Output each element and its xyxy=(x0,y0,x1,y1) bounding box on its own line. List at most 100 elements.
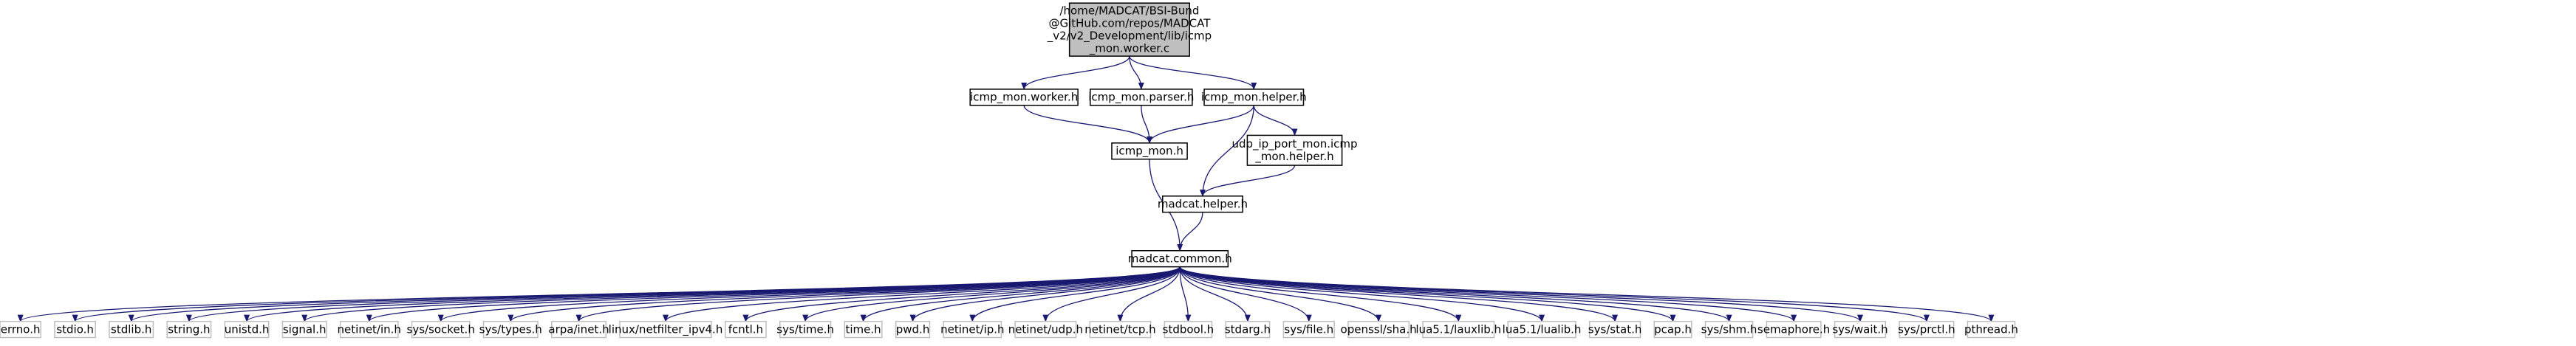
file-node-sys-shm-h[interactable]: sys/shm.h xyxy=(1701,320,1757,339)
edge-madcat_common_h-to-l17 xyxy=(1117,266,1181,322)
file-node-pwd-h-box xyxy=(895,320,931,339)
edge-helper_h-to-icmp_mon_h xyxy=(1147,105,1254,144)
file-node-unistd-h-box xyxy=(224,320,270,339)
file-node-arpa-inet-h[interactable]: arpa/inet.h xyxy=(548,320,609,339)
file-node-madcat-common-h[interactable]: madcat.common.h xyxy=(1128,250,1232,268)
file-node-linux-netfilter-ipv4-h-label-0: linux/netfilter_ipv4.h xyxy=(609,322,723,336)
file-node-stdbool-h-box xyxy=(1164,320,1213,339)
file-node-netinet-ip-h-label-0: netinet/ip.h xyxy=(940,322,1004,336)
file-node-sys-time-h[interactable]: sys/time.h xyxy=(776,320,834,339)
file-node-netinet-udp-h-box xyxy=(1014,320,1077,339)
edge-madcat_common_h-to-l28 xyxy=(1179,266,1863,322)
file-node-netinet-tcp-h[interactable]: netinet/tcp.h xyxy=(1084,320,1156,339)
file-node-sys-types-h[interactable]: sys/types.h xyxy=(479,320,542,339)
edge-root-to-parser_h xyxy=(1129,56,1144,90)
file-node-errno-h[interactable]: errno.h xyxy=(0,320,41,339)
file-node-netinet-in-h[interactable]: netinet/in.h xyxy=(338,320,401,339)
edge-madcat_common_h-to-l12 xyxy=(802,266,1181,322)
file-node-icmp-mon-worker-c: /home/MADCAT/BSI-Bund@GitHub.com/repos/M… xyxy=(1047,2,1212,57)
file-node-netinet-udp-h-label-0: netinet/udp.h xyxy=(1008,322,1083,336)
edge-madcat_common_h-to-l30 xyxy=(1179,266,1995,322)
file-node-sys-types-h-box xyxy=(482,320,539,339)
file-node-sys-wait-h-label-0: sys/wait.h xyxy=(1832,322,1887,336)
file-node-icmp-mon-worker-c-label-3: _mon.worker.c xyxy=(1089,41,1169,55)
file-node-icmp-mon-helper-h-box xyxy=(1203,89,1305,106)
file-node-icmp-mon-worker-h[interactable]: icmp_mon.worker.h xyxy=(969,89,1079,106)
file-node-linux-netfilter-ipv4-h[interactable]: linux/netfilter_ipv4.h xyxy=(609,320,723,339)
file-node-lua5-1-lauxlib-h[interactable]: lua5.1/lauxlib.h xyxy=(1415,320,1501,339)
file-node-pcap-h-label-0: pcap.h xyxy=(1654,322,1692,336)
file-node-signal-h[interactable]: signal.h xyxy=(281,320,327,339)
file-node-string-h-label-0: string.h xyxy=(168,322,210,336)
file-node-sys-shm-h-label-0: sys/shm.h xyxy=(1701,322,1757,336)
file-node-stdlib-h-box xyxy=(109,320,154,339)
file-node-time-h-label-0: time.h xyxy=(846,322,881,336)
file-node-errno-h-label-0: errno.h xyxy=(1,322,41,336)
file-node-madcat-common-h-label-0: madcat.common.h xyxy=(1128,252,1232,265)
file-node-time-h[interactable]: time.h xyxy=(844,320,883,339)
edge-madcat_common_h-to-l23 xyxy=(1179,266,1545,322)
file-node-netinet-ip-h[interactable]: netinet/ip.h xyxy=(940,320,1005,339)
file-node-linux-netfilter-ipv4-h-box xyxy=(619,320,712,339)
edge-madcat_common_h-to-l11 xyxy=(742,266,1181,322)
file-node-fcntl-h[interactable]: fcntl.h xyxy=(725,320,767,339)
file-node-unistd-h[interactable]: unistd.h xyxy=(224,320,270,339)
file-node-sys-socket-h-label-0: sys/socket.h xyxy=(407,322,475,336)
file-node-netinet-udp-h[interactable]: netinet/udp.h xyxy=(1008,320,1083,339)
edge-worker_h-to-icmp_mon_h xyxy=(1023,105,1152,144)
file-node-lua5-1-lualib-h[interactable]: lua5.1/lualib.h xyxy=(1503,320,1582,339)
edge-madcat_common_h-to-l10 xyxy=(663,266,1181,322)
file-node-icmp-mon-parser-h[interactable]: icmp_mon.parser.h xyxy=(1088,89,1194,106)
file-node-icmp-mon-h[interactable]: icmp_mon.h xyxy=(1111,142,1188,160)
file-node-sys-file-h-label-0: sys/file.h xyxy=(1284,322,1333,336)
file-node-stdarg-h[interactable]: stdarg.h xyxy=(1225,320,1271,339)
edge-madcat_common_h-to-l18 xyxy=(1179,266,1192,322)
file-node-netinet-tcp-h-box xyxy=(1089,320,1152,339)
edge-madcat_common_h-to-l6 xyxy=(366,266,1181,322)
file-node-madcat-helper-h[interactable]: madcat.helper.h xyxy=(1158,196,1248,213)
file-node-stdlib-h[interactable]: stdlib.h xyxy=(109,320,154,339)
file-nodes: /home/MADCAT/BSI-Bund@GitHub.com/repos/M… xyxy=(0,2,2018,339)
file-node-openssl-sha-h-label-0: openssl/sha.h xyxy=(1341,322,1417,336)
edge-madcat_helper_h-to-madcat_common_h xyxy=(1177,212,1203,252)
edge-root-to-helper_h xyxy=(1129,55,1257,90)
file-node-openssl-sha-h[interactable]: openssl/sha.h xyxy=(1341,320,1417,339)
file-node-stdio-h-box xyxy=(54,320,96,339)
file-node-lua5-1-lauxlib-h-label-0: lua5.1/lauxlib.h xyxy=(1415,322,1501,336)
file-node-icmp-mon-helper-h[interactable]: icmp_mon.helper.h xyxy=(1201,89,1307,106)
file-node-semaphore-h[interactable]: semaphore.h xyxy=(1757,320,1830,339)
edge-madcat_common_h-to-l15 xyxy=(969,266,1181,322)
file-node-stdlib-h-label-0: stdlib.h xyxy=(111,322,151,336)
file-node-lua5-1-lualib-h-box xyxy=(1507,320,1576,339)
edge-madcat_common_h-to-l26 xyxy=(1179,266,1732,322)
file-node-string-h[interactable]: string.h xyxy=(166,320,212,339)
edge-madcat_common_h-to-l29 xyxy=(1179,266,1930,322)
file-node-sys-prctl-h[interactable]: sys/prctl.h xyxy=(1898,320,1955,339)
file-node-icmp-mon-parser-h-box xyxy=(1090,89,1193,106)
file-node-icmp-mon-worker-c-label-0: /home/MADCAT/BSI-Bund xyxy=(1060,4,1200,17)
file-node-stdbool-h[interactable]: stdbool.h xyxy=(1163,320,1214,339)
file-node-lua5-1-lauxlib-h-box xyxy=(1422,320,1495,339)
edge-madcat_common_h-to-l1 xyxy=(72,266,1181,322)
file-node-udp-ip-port-mon-icmp-mon-helper-h[interactable]: udp_ip_port_mon.icmp_mon.helper.h xyxy=(1231,134,1358,166)
file-node-pthread-h[interactable]: pthread.h xyxy=(1964,320,2018,339)
file-node-pcap-h[interactable]: pcap.h xyxy=(1653,320,1692,339)
file-node-sys-stat-h[interactable]: sys/stat.h xyxy=(1588,320,1642,339)
file-node-icmp-mon-helper-h-label-0: icmp_mon.helper.h xyxy=(1201,91,1307,105)
file-node-openssl-sha-h-box xyxy=(1347,320,1410,339)
file-node-lua5-1-lualib-h-label-0: lua5.1/lualib.h xyxy=(1503,322,1582,336)
file-node-sys-wait-h[interactable]: sys/wait.h xyxy=(1832,320,1888,339)
file-node-stdio-h[interactable]: stdio.h xyxy=(54,320,96,339)
file-node-sys-stat-h-label-0: sys/stat.h xyxy=(1588,322,1642,336)
file-node-string-h-box xyxy=(166,320,212,339)
file-node-pwd-h[interactable]: pwd.h xyxy=(895,320,931,339)
edge-helper_h-to-madcat_helper_h xyxy=(1199,105,1254,197)
file-node-netinet-in-h-label-0: netinet/in.h xyxy=(338,322,401,336)
file-node-icmp-mon-worker-c-label-2: _v2/v2_Development/lib/icmp xyxy=(1047,29,1212,43)
file-node-sys-time-h-label-0: sys/time.h xyxy=(776,322,834,336)
file-node-sys-time-h-box xyxy=(779,320,832,339)
file-node-sys-file-h[interactable]: sys/file.h xyxy=(1282,320,1335,339)
file-node-signal-h-box xyxy=(281,320,327,339)
file-node-sys-socket-h[interactable]: sys/socket.h xyxy=(407,320,475,339)
